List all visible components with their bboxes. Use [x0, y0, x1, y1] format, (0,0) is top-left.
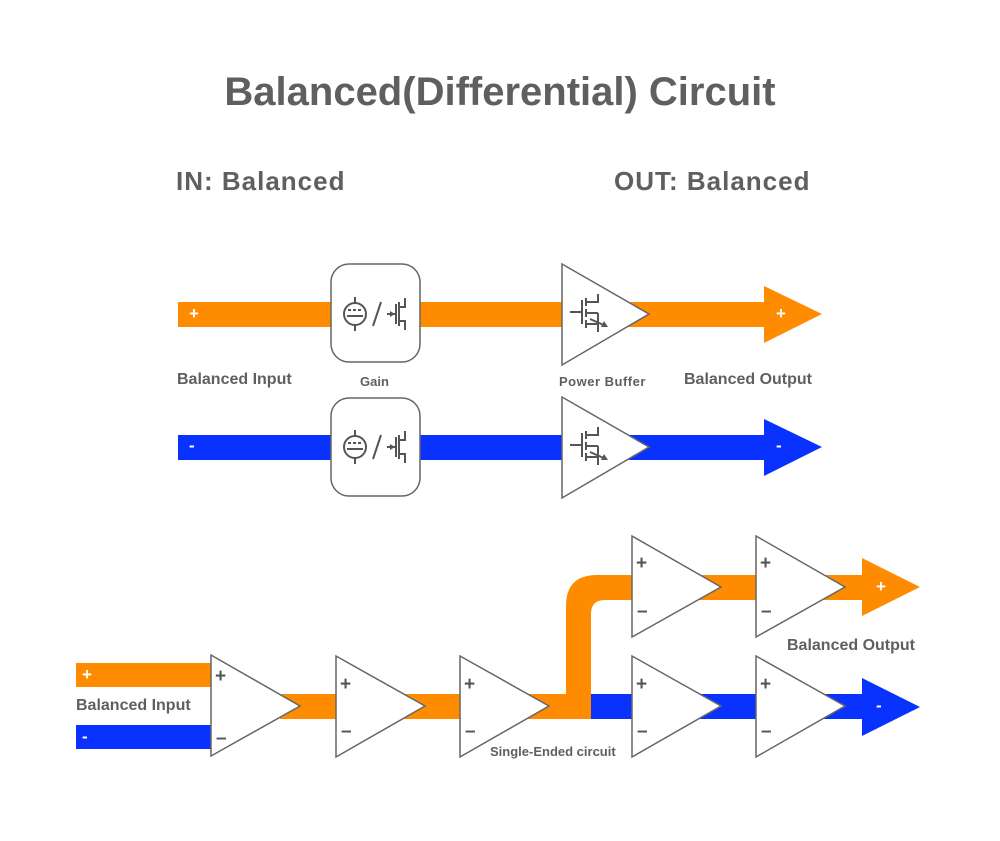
svg-text:–: – — [341, 721, 352, 742]
bottom-balanced-output-label: Balanced Output — [787, 637, 916, 654]
opamp-negative-1-icon: +– — [631, 654, 723, 759]
top-output-minus-sign: - — [776, 436, 782, 455]
svg-text:+: + — [636, 553, 647, 574]
gain-block-positive — [330, 263, 421, 363]
single-ended-label: Single-Ended circuit — [490, 744, 616, 759]
svg-text:–: – — [637, 601, 648, 622]
bottom-positive-input-line — [76, 663, 216, 687]
gain-block-negative — [330, 397, 421, 497]
top-input-minus-sign: - — [189, 436, 195, 455]
bottom-input-minus-sign: - — [82, 727, 88, 746]
top-balanced-input-label: Balanced Input — [177, 371, 292, 388]
gain-label: Gain — [360, 374, 389, 389]
svg-text:+: + — [636, 674, 647, 695]
bottom-output-minus-sign: - — [876, 696, 882, 715]
top-output-plus-sign: + — [776, 304, 786, 323]
svg-text:–: – — [216, 728, 227, 749]
opamp-stage-3-icon: +– — [459, 654, 551, 759]
opamp-negative-2-icon: +– — [755, 654, 847, 759]
svg-text:–: – — [761, 721, 772, 742]
bottom-positive-arrow-icon — [862, 558, 920, 616]
svg-text:–: – — [465, 721, 476, 742]
top-input-plus-sign: + — [189, 304, 199, 323]
top-negative-arrow-icon — [764, 419, 822, 476]
input-heading: IN: Balanced — [176, 166, 346, 196]
bottom-input-plus-sign: + — [82, 665, 92, 684]
bottom-negative-input-line — [76, 725, 216, 749]
svg-text:–: – — [637, 721, 648, 742]
svg-text:+: + — [464, 674, 475, 695]
bottom-negative-arrow-icon — [862, 678, 920, 736]
svg-text:+: + — [760, 674, 771, 695]
opamp-positive-1-icon: +– — [631, 534, 723, 639]
svg-text:+: + — [215, 666, 226, 687]
opamp-stage-2-icon: +– — [335, 654, 427, 759]
page-title: Balanced(Differential) Circuit — [224, 70, 776, 114]
power-buffer-negative — [561, 395, 651, 500]
power-buffer-label: Power Buffer — [559, 374, 646, 389]
top-positive-arrow-icon — [764, 286, 822, 343]
power-buffer-positive — [561, 262, 651, 367]
opamp-differential-input-icon: +– — [210, 653, 302, 758]
svg-text:+: + — [340, 674, 351, 695]
opamp-positive-2-icon: +– — [755, 534, 847, 639]
svg-text:+: + — [760, 553, 771, 574]
bottom-output-plus-sign: + — [876, 577, 886, 596]
top-positive-line — [178, 302, 768, 327]
bottom-balanced-input-label: Balanced Input — [76, 697, 191, 714]
single-ended-branch-up — [566, 575, 642, 719]
output-heading: OUT: Balanced — [614, 166, 811, 196]
svg-text:–: – — [761, 601, 772, 622]
top-negative-line — [178, 435, 768, 460]
top-balanced-output-label: Balanced Output — [684, 371, 813, 388]
